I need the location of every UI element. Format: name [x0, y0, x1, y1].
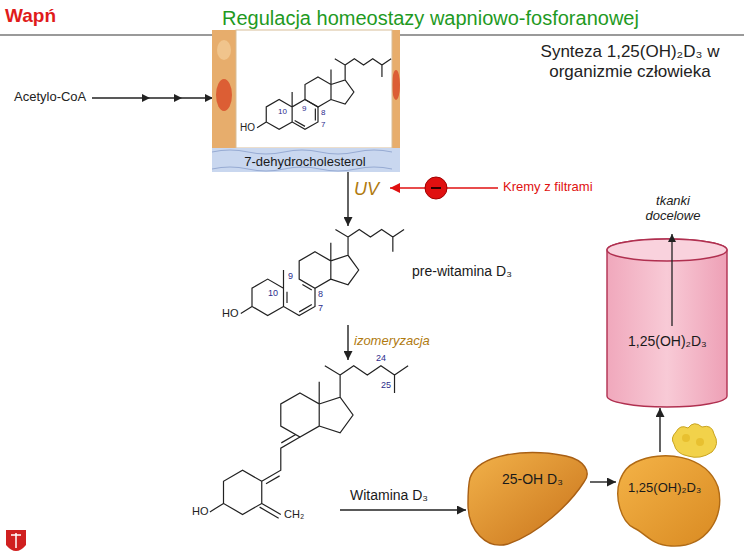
label-wrap: 8: [318, 289, 323, 299]
label-wrap: Kremy z filtrami: [503, 180, 593, 195]
edge-label: UV: [354, 179, 379, 200]
label-wrap: CH₂: [284, 508, 304, 521]
cd-rings: [299, 229, 404, 288]
node-text: 7-dehydrocholesterol: [215, 154, 395, 170]
label-wrap: 24: [376, 353, 386, 363]
liver-organ-outline: [466, 448, 590, 548]
node-text: pre-witamina D₃: [412, 263, 512, 280]
atom-number: 10: [278, 107, 287, 116]
inhibition-symbol: [425, 177, 447, 199]
bond-lines: [210, 435, 300, 519]
label-wrap: HO: [192, 505, 209, 518]
atom-number: 10: [268, 288, 278, 298]
label-wrap: 10: [278, 107, 287, 116]
atom-number: 8: [318, 289, 323, 299]
subtitle: Synteza 1,25(OH)₂D₃ w organizmie człowie…: [535, 42, 725, 81]
skin-cell: [216, 79, 232, 111]
cylinder-top: [607, 239, 727, 261]
label-wrap: Wapń: [5, 5, 56, 27]
skin-cell: [392, 70, 400, 100]
title-wrap: Regulacja homeostazy wapniowo-fosforanow…: [222, 7, 639, 30]
kidney-organ-shape: [618, 456, 720, 546]
bond-lines: [241, 270, 315, 316]
section-name: Wapń: [5, 5, 56, 27]
molecule-panel: [236, 30, 392, 148]
target-tissue-outline: [606, 238, 728, 408]
logo-crest: [6, 530, 26, 551]
label-wrap: 25: [381, 380, 391, 390]
adrenal-lobule: [696, 438, 704, 446]
adrenal-lobule: [682, 434, 690, 442]
pathway-arrow: [92, 97, 213, 98]
label-wrap: 9: [288, 271, 293, 281]
flow-arrow: [659, 408, 660, 452]
atom-number: 9: [288, 271, 293, 281]
label-wrap: HO: [222, 307, 239, 320]
skin-tissue: [212, 30, 400, 150]
liver-organ-shape: [468, 453, 587, 545]
previtamin-structure: [241, 229, 404, 315]
node-text: 1,25(OH)₂D₃: [628, 480, 701, 496]
kidney-organ: 1,25(OH)₂D₃: [616, 452, 720, 548]
methylene-group: CH₂: [284, 508, 304, 521]
label-wrap: 7: [321, 120, 325, 129]
kidney-organ-outline: [616, 452, 720, 548]
flow-arrow: [340, 509, 466, 510]
minus-sign: [431, 187, 441, 189]
logo-mark: [11, 533, 21, 548]
inhibitor-name: Kremy z filtrami: [503, 180, 593, 195]
liver-organ: 25-OH D₃: [466, 448, 590, 548]
label-wrap: tkanki docelowe: [636, 194, 710, 224]
hydroxyl-group: HO: [240, 122, 255, 134]
skin-band: [212, 148, 400, 172]
skin-cell: [217, 40, 231, 60]
target-label: tkanki docelowe: [636, 194, 710, 224]
label-wrap: 8: [321, 108, 325, 117]
cd-rings: [305, 59, 391, 107]
label-wrap: Synteza 1,25(OH)₂D₃ w organizmie człowie…: [535, 42, 725, 81]
atom-number: 7: [318, 303, 323, 313]
label-wrap: 10: [268, 288, 278, 298]
hydroxyl-group: HO: [192, 505, 209, 518]
molecule-structure: Witamina D₃: [190, 360, 340, 525]
molecule-structure: pre-witamina D₃: [210, 226, 470, 325]
node-text: 1,25(OH)₂D₃: [628, 333, 707, 350]
label-wrap: HO: [240, 122, 255, 134]
target-tissue: 1,25(OH)₂D₃: [606, 238, 728, 408]
slide-title: Regulacja homeostazy wapniowo-fosforanow…: [222, 7, 639, 30]
target-arrow: [671, 234, 672, 326]
atom-number: 7: [321, 120, 325, 129]
edge-label-wrap: izomeryzacja: [354, 334, 430, 349]
dehydrocholesterol-structure: [257, 59, 391, 130]
atom-number: 8: [321, 108, 325, 117]
node-text: Witamina D₃: [350, 487, 428, 504]
precursor-name: Acetylo-CoA: [14, 90, 86, 105]
label-wrap: 7: [318, 303, 323, 313]
adrenal-gland: [672, 424, 716, 458]
atom-number: 9: [302, 104, 306, 113]
node-text: 25-OH D₃: [502, 471, 563, 488]
hydroxyl-group: HO: [222, 307, 239, 320]
edge-label: izomeryzacja: [354, 334, 430, 349]
atom-number: 24: [376, 353, 386, 363]
skin-layer: 7-dehydrocholesterol: [215, 30, 395, 172]
bond-lines: [257, 92, 318, 129]
label-wrap: 9: [302, 104, 306, 113]
edge-label-wrap: UV: [354, 179, 379, 200]
flow-arrow: [347, 325, 348, 360]
label-wrap: Acetylo-CoA: [14, 90, 86, 105]
flow-arrow: [590, 481, 616, 482]
cd-rings: [281, 366, 408, 437]
flow-arrow: [347, 172, 348, 226]
atom-number: 25: [381, 380, 391, 390]
target-tissue-shape: [607, 239, 727, 407]
